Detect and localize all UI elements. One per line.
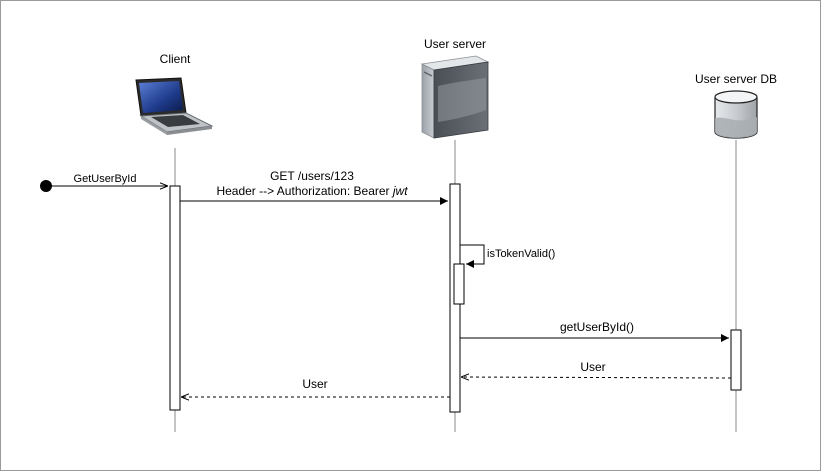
- request-token-text: jwt: [391, 184, 408, 198]
- request-message-line1: GET /users/123: [270, 169, 354, 183]
- request-header-text: Header --> Authorization: Bearer: [216, 184, 392, 198]
- client-activation-bar: [169, 185, 181, 411]
- participant-client-label: Client: [160, 52, 191, 66]
- participant-user-server-label: User server: [424, 37, 486, 51]
- self-call-label: isTokenValid(): [487, 248, 555, 260]
- db-return-label: User: [580, 360, 605, 374]
- server-tower-icon: [420, 55, 490, 139]
- participant-user-server-db-label: User server DB: [695, 72, 777, 86]
- laptop-icon: [135, 77, 214, 135]
- self-call-arrow: [460, 244, 485, 268]
- found-message-start-dot: [40, 180, 52, 192]
- client-return-label: User: [302, 377, 327, 391]
- user-server-db-activation-bar: [730, 329, 742, 391]
- request-message-line2: Header --> Authorization: Bearer jwt: [216, 184, 408, 198]
- found-message-label: GetUserById: [74, 173, 137, 185]
- db-call-label: getUserById(): [560, 320, 634, 334]
- user-server-nested-activation-bar: [453, 263, 465, 305]
- database-cylinder-icon: [714, 90, 758, 139]
- db-return-arrow: [461, 377, 732, 378]
